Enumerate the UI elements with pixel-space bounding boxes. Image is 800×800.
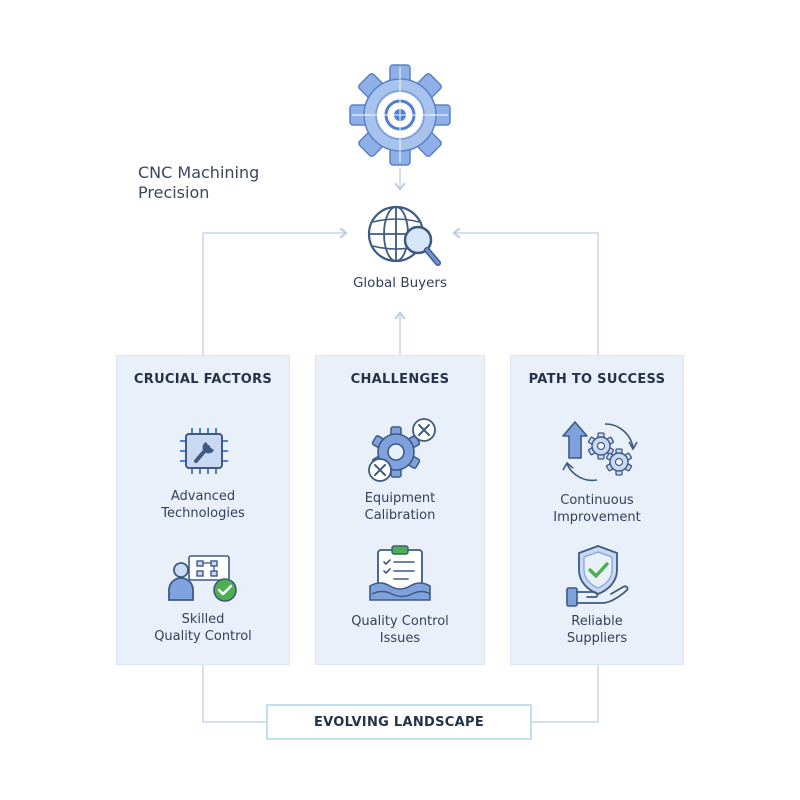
item-label: Skilled Quality Control	[117, 611, 289, 645]
connector-right-to-footer	[532, 665, 599, 723]
panel-path-to-success: PATH TO SUCCESS	[510, 355, 684, 665]
top-label-line-2: Precision	[138, 183, 210, 202]
item-label-line-1: Skilled	[181, 612, 225, 627]
connector-left-to-globe	[202, 227, 348, 355]
item-label-line-2: Quality Control	[154, 629, 252, 644]
connector-right-to-globe	[452, 227, 599, 355]
evolving-landscape-box: EVOLVING LANDSCAPE	[266, 704, 532, 740]
item-label-line-2: Improvement	[553, 510, 641, 525]
item-label-line-2: Technologies	[161, 506, 245, 521]
global-buyers-label: Global Buyers	[352, 275, 448, 291]
item-label-line-2: Suppliers	[566, 631, 628, 646]
panel-crucial-factors: CRUCIAL FACTORS Advanced Technologies Sk…	[116, 355, 290, 665]
item-label-line-1: Quality Control	[351, 614, 449, 629]
top-label: CNC Machining Precision	[138, 163, 259, 203]
item-label-line-1: Continuous	[560, 493, 634, 508]
gear-icon	[349, 64, 451, 166]
item-label: Reliable Suppliers	[511, 613, 683, 647]
top-label-line-1: CNC Machining	[138, 163, 260, 182]
connector-left-to-footer	[202, 665, 266, 723]
person-check-icon	[168, 555, 237, 602]
evolving-landscape-label: EVOLVING LANDSCAPE	[313, 714, 485, 730]
chip-wrench-icon	[180, 428, 228, 474]
item-label-line-1: Advanced	[170, 489, 236, 504]
item-label: Advanced Technologies	[117, 488, 289, 522]
item-label-line-2: Calibration	[364, 508, 436, 523]
panel-challenges: CHALLENGES Equipment Calibration	[315, 355, 485, 665]
gear-error-icon	[368, 418, 436, 482]
item-label: Quality Control Issues	[316, 613, 484, 647]
panel-title: PATH TO SUCCESS	[528, 372, 666, 387]
clipboard-issue-icon	[369, 545, 431, 601]
globe-search-icon	[367, 205, 441, 266]
item-label-line-1: Equipment	[364, 491, 436, 506]
item-label-line-2: Issues	[379, 631, 421, 646]
item-label: Continuous Improvement	[511, 492, 683, 526]
item-label: Equipment Calibration	[316, 490, 484, 524]
panel-title: CRUCIAL FACTORS	[133, 372, 273, 387]
improvement-cycle-icon	[562, 421, 638, 482]
panel-title: CHALLENGES	[350, 372, 450, 387]
item-label-line-1: Reliable	[571, 614, 623, 629]
shield-hand-icon	[566, 545, 629, 607]
